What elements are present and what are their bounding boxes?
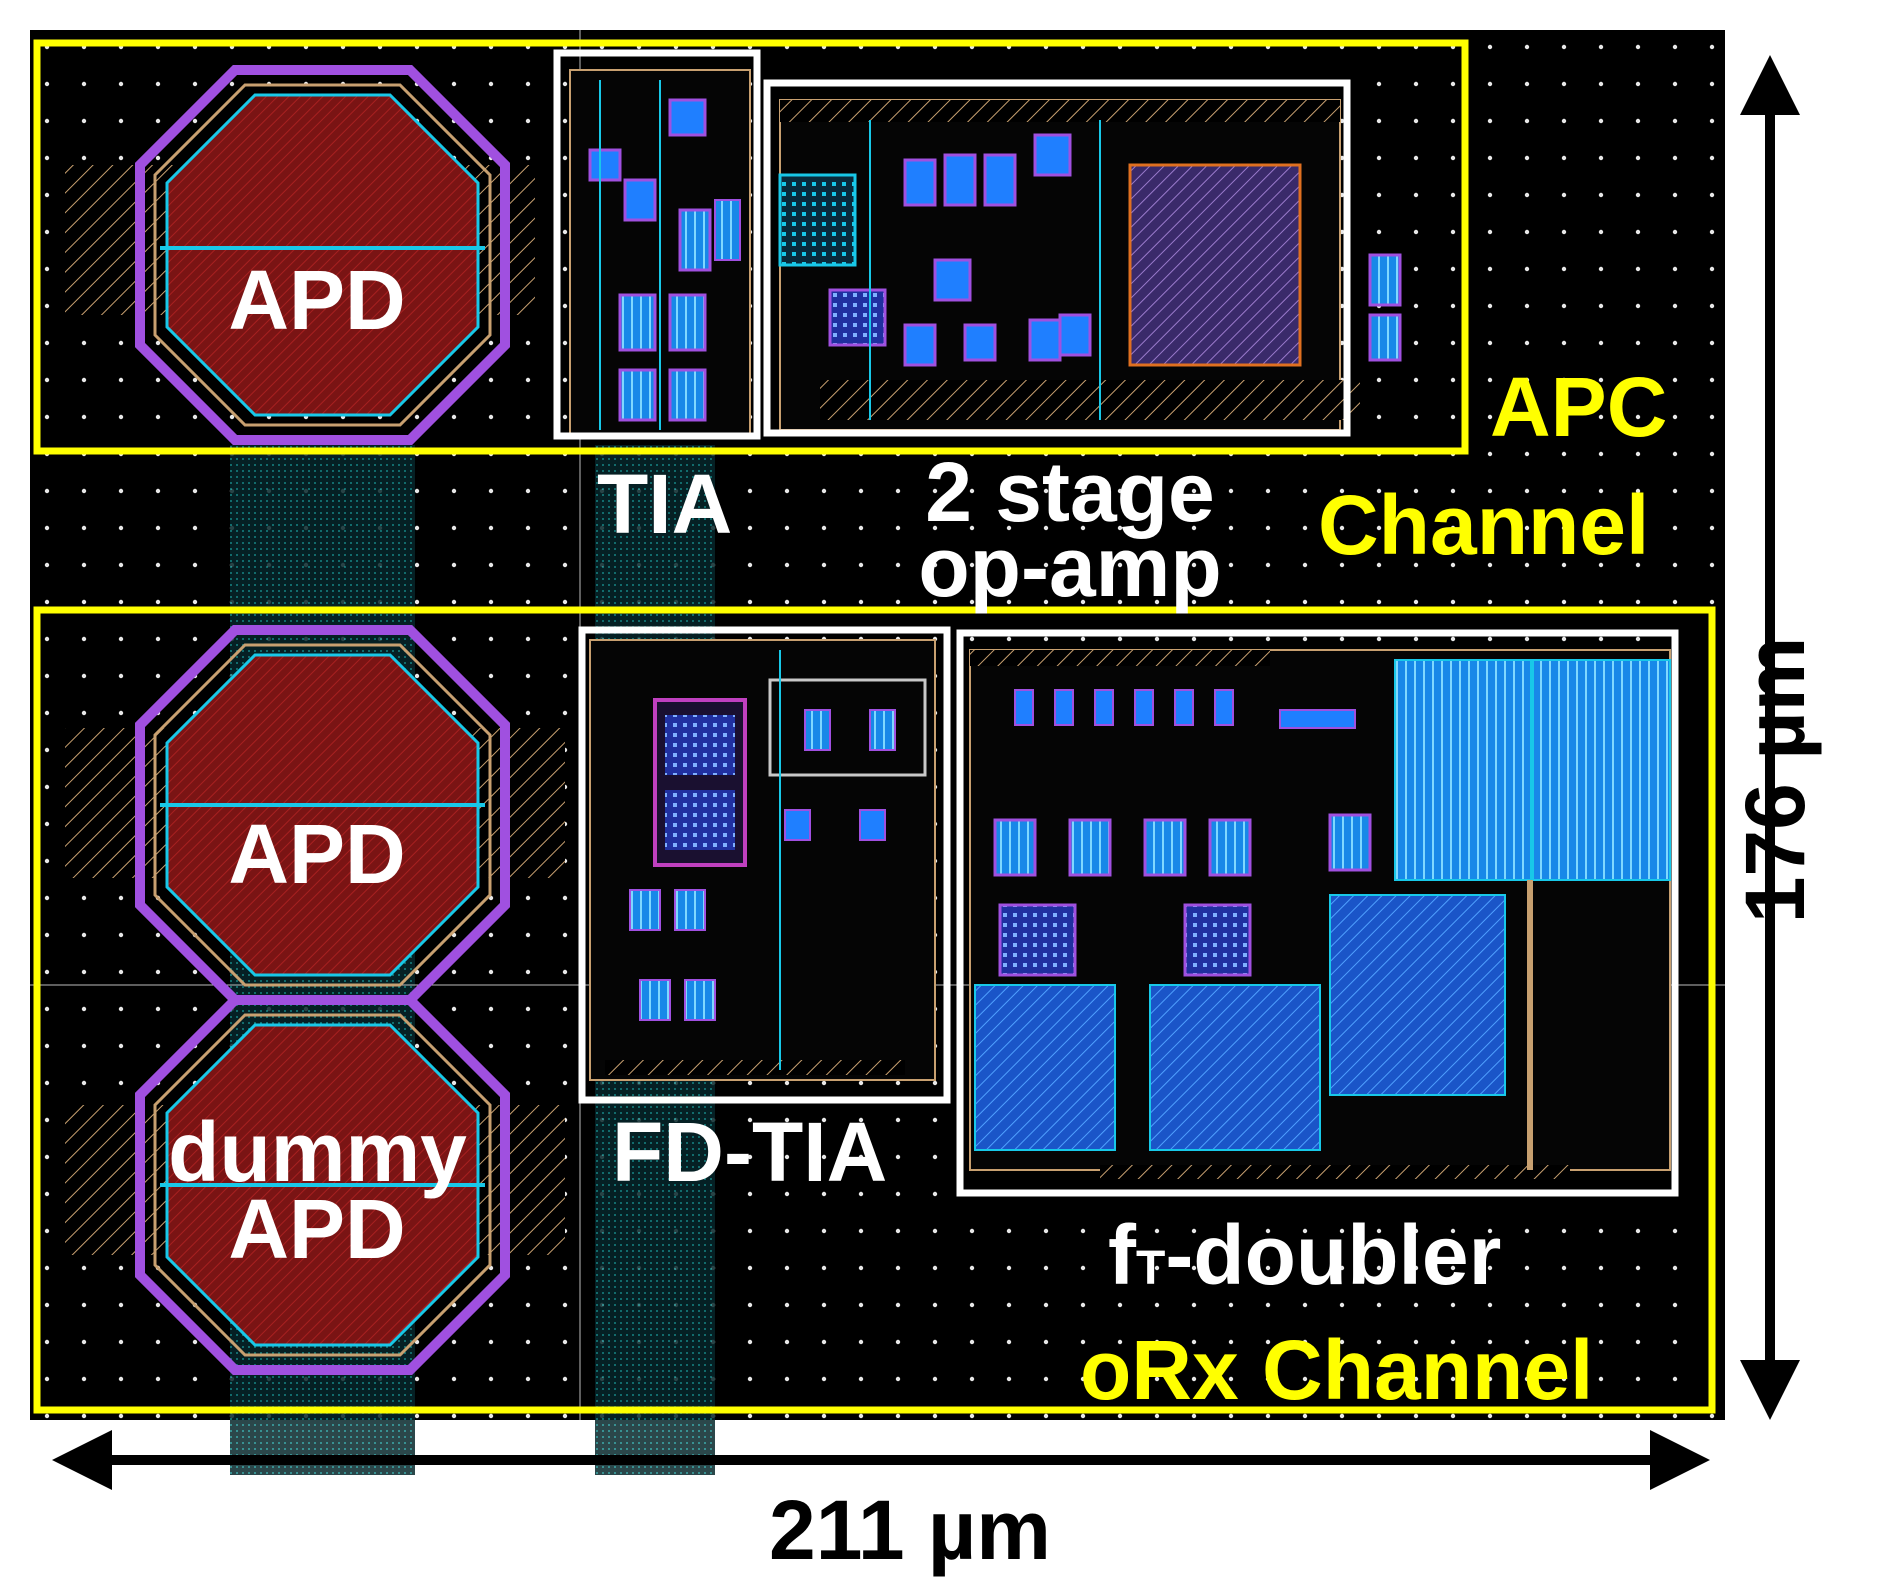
ft-doubler-block-outline — [956, 629, 1679, 1197]
tia-circuit — [569, 69, 751, 436]
apd-dummy-pad — [65, 995, 565, 1375]
orx-channel-outline — [33, 606, 1716, 1414]
ft-doubler-label: fT-doubler — [1108, 1213, 1501, 1297]
ft-doubler-label-suffix: -doubler — [1165, 1208, 1502, 1302]
vertical-arrow-icon — [1740, 55, 1800, 1420]
height-dimension-label: 176 µm — [1728, 636, 1822, 924]
opamp-circuit — [778, 99, 1402, 431]
apd-top-label: APD — [228, 253, 406, 347]
ft-doubler-label-prefix: f — [1108, 1208, 1136, 1302]
fd-tia-label: FD-TIA — [612, 1105, 888, 1199]
orx-channel-label: oRx Channel — [1080, 1323, 1594, 1417]
apd-mid-label: APD — [228, 807, 406, 901]
tia-block-outline — [553, 49, 761, 440]
opamp-label-line2: op-amp — [918, 520, 1222, 614]
fd-tia-block-outline — [578, 626, 951, 1104]
fd-tia-circuit — [589, 639, 936, 1081]
ft-doubler-label-subscript: T — [1135, 1242, 1166, 1295]
apd-top-pad — [65, 65, 535, 445]
width-dimension-label: 211 µm — [769, 1483, 1051, 1577]
apc-channel-outline — [33, 39, 1469, 455]
tia-label: TIA — [597, 457, 733, 551]
apd-dummy-label-line1: dummy — [168, 1105, 467, 1199]
apc-label-line1: APC — [1490, 360, 1668, 454]
opamp-block-outline — [763, 79, 1351, 437]
ft-doubler-circuit — [969, 649, 1671, 1179]
opamp-label-line1: 2 stage — [925, 445, 1215, 539]
apc-label-line2: Channel — [1318, 478, 1650, 572]
horizontal-arrow-icon — [52, 1430, 1710, 1490]
apd-dummy-label-line2: APD — [228, 1182, 406, 1276]
